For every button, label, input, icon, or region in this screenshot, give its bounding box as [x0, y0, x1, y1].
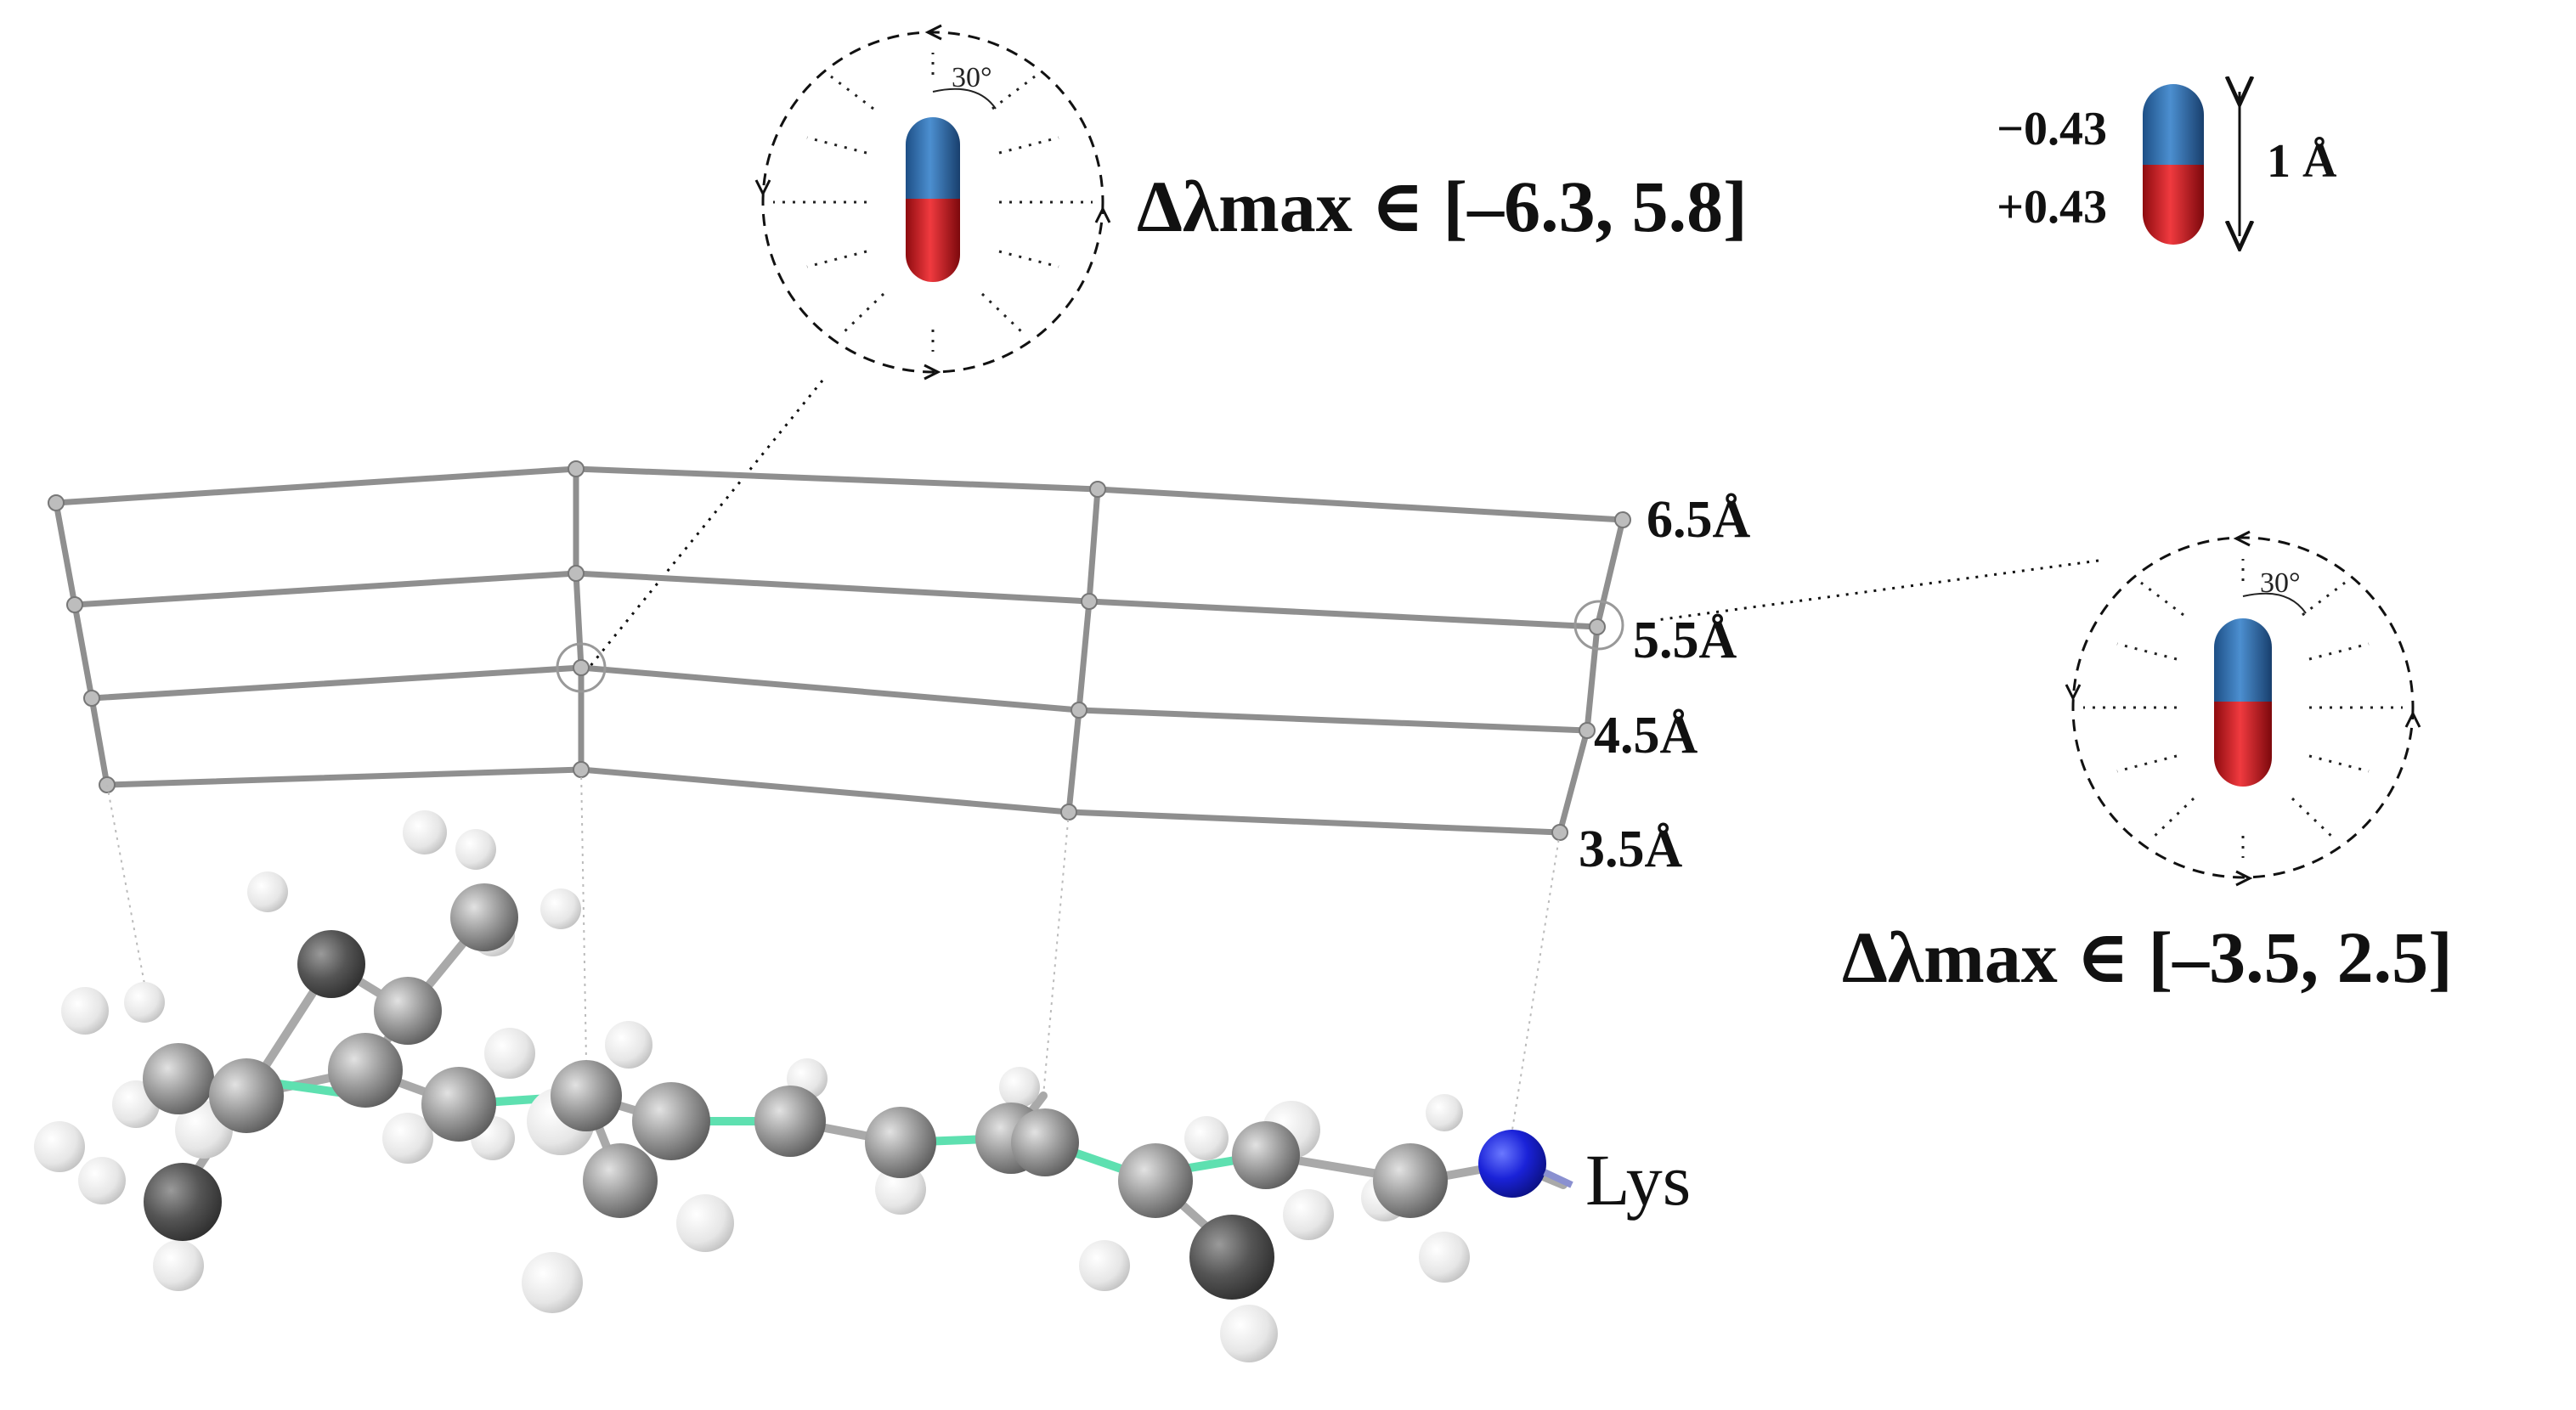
probe-right-rotation-circle: [2071, 536, 2415, 879]
lysine-nitrogen-atom: [1478, 1130, 1546, 1198]
grid-label-3-5: 3.5Å: [1579, 821, 1683, 878]
probe-right-angle-arc: [2242, 592, 2307, 614]
lysine-bond: [1543, 1169, 1573, 1188]
legend-positive-charge: +0.43: [1997, 181, 2107, 234]
probe-right-angle-label: 30°: [2260, 567, 2301, 599]
grid-row-5-5: [71, 570, 1601, 630]
carbon-atoms: [143, 883, 1448, 1218]
probe-top-spokes: [773, 53, 1093, 352]
probe-right: 30° Δλmax ∈ [–3.5, 2.5]: [1656, 530, 2453, 998]
probe-top-angle-label: 30°: [952, 62, 992, 93]
grid-col-1: [53, 499, 110, 788]
legend-negative-charge: −0.43: [1997, 103, 2107, 155]
retinal-lysine-molecule: Lys: [34, 810, 1691, 1362]
probe-right-range-label: Δλmax ∈ [–3.5, 2.5]: [1842, 916, 2453, 998]
legend-dipole-capsule: [2143, 84, 2204, 245]
probe-right-dipole-capsule: [2214, 618, 2272, 787]
legend-length-label: 1 Å: [2267, 135, 2337, 188]
grid-level-labels: 6.5Å 5.5Å 4.5Å 3.5Å: [1579, 491, 1751, 878]
probe-top-leader: [585, 380, 824, 672]
grid-row-3-5: [104, 766, 1563, 836]
distance-grid: [53, 465, 1626, 836]
grid-label-4-5: 4.5Å: [1594, 707, 1698, 764]
carbon-atoms-shadowed: [144, 930, 1274, 1300]
grid-probe-marker-right: [1573, 600, 1624, 651]
probe-top-angle-arc: [932, 87, 997, 110]
probe-top-range-label: Δλmax ∈ [–6.3, 5.8]: [1137, 166, 1748, 247]
grid-col-3: [1065, 486, 1101, 815]
grid-label-6-5: 6.5Å: [1647, 491, 1751, 549]
lysine-label: Lys: [1585, 1139, 1691, 1221]
grid-probe-marker-left: [556, 642, 607, 693]
grid-label-5-5: 5.5Å: [1633, 612, 1737, 669]
probe-right-spokes: [2083, 559, 2403, 858]
probe-top-dipole-capsule: [906, 117, 960, 282]
probe-top: 30° Δλmax ∈ [–6.3, 5.8]: [585, 24, 1748, 672]
grid-nodes: [48, 460, 1631, 841]
grid-col-2: [573, 465, 585, 773]
grid-col-4: [1556, 516, 1626, 836]
probe-top-rotation-circle: [761, 31, 1104, 374]
dipole-legend: −0.43 +0.43 1 Å: [1997, 84, 2337, 245]
grid-row-6-5: [53, 465, 1626, 523]
grid-row-4-5: [88, 664, 1590, 734]
grid-projection-lines: [106, 769, 1561, 1131]
